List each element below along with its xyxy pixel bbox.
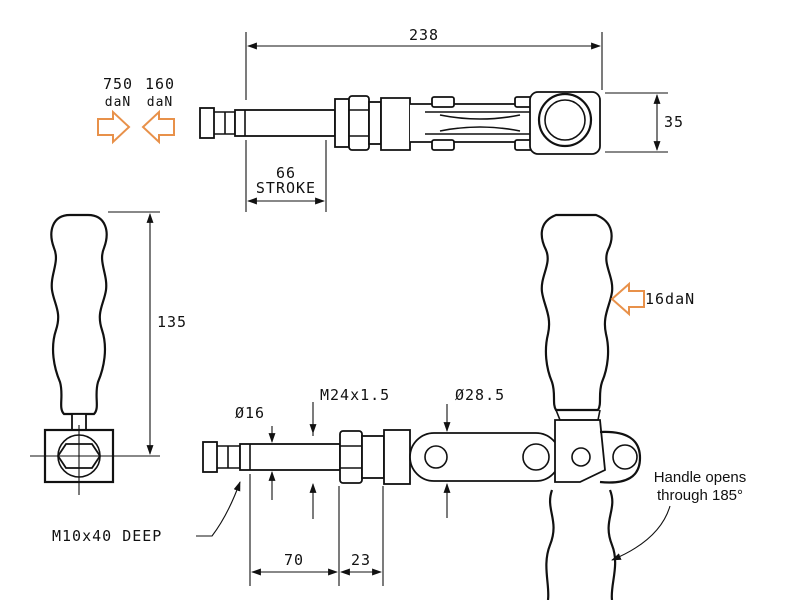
dim-handle-height: 135: [108, 211, 187, 457]
dim-body-diameter: Ø28.5: [443, 386, 505, 518]
top-view: [199, 91, 601, 155]
dim-stroke: 66 STROKE: [245, 140, 327, 212]
handle-force-arrow-icon: [610, 281, 645, 317]
dim-overall-length: 238: [245, 26, 603, 100]
force-arrow-right-icon: [97, 109, 131, 145]
force-arrow-left-icon: [141, 109, 175, 145]
dim-rod-diameter: Ø16: [235, 404, 276, 500]
rod-diameter-label: Ø16: [235, 404, 265, 422]
overall-length-label: 238: [409, 26, 439, 44]
body-diameter-label: Ø28.5: [455, 386, 505, 404]
dim-thread: M24x1.5: [309, 386, 390, 519]
top-height-label: 35: [664, 113, 684, 131]
dim-top-height: 35: [605, 92, 684, 153]
force-750-unit: daN: [105, 95, 131, 110]
force-indicators: 750 daN 160 daN: [97, 75, 175, 145]
thread-label: M24x1.5: [320, 386, 390, 404]
handle-opens-note: Handle opens through 185°: [611, 469, 747, 561]
handle-note-line1: Handle opens: [654, 469, 747, 486]
handle-height-label: 135: [157, 313, 187, 331]
length-23-label: 23: [351, 551, 371, 569]
side-view: [202, 213, 642, 600]
stroke-value-label: 66: [276, 164, 296, 182]
force-750-value: 750: [103, 75, 133, 93]
force-160-value: 160: [145, 75, 175, 93]
tap-note: M10x40 DEEP: [52, 481, 241, 545]
handle-force-label: 16daN: [645, 290, 695, 308]
handle-force: 16daN: [610, 281, 695, 317]
end-view: [30, 213, 128, 495]
stroke-text-label: STROKE: [256, 179, 316, 197]
dim-bottom-lengths: 70 23: [249, 474, 384, 586]
length-70-label: 70: [284, 551, 304, 569]
tap-note-label: M10x40 DEEP: [52, 527, 162, 545]
force-160-unit: daN: [147, 95, 173, 110]
handle-note-line2: through 185°: [657, 487, 743, 504]
